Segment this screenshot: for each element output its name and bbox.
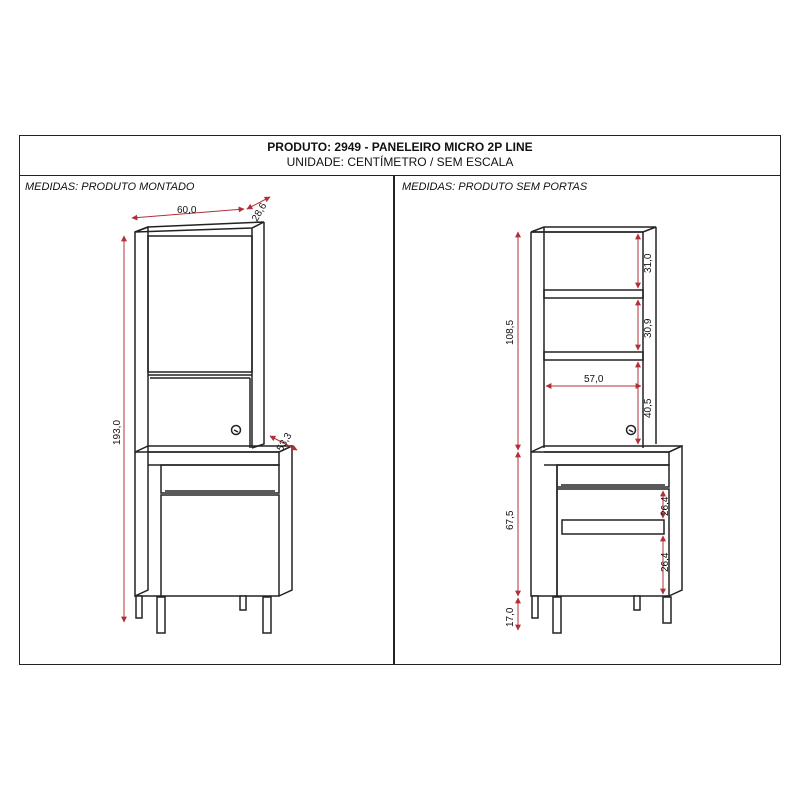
upper-hutch-right [251, 222, 265, 449]
dim-width-label: 60,0 [177, 205, 197, 216]
cable-hole [230, 424, 242, 436]
left-dimension-lines [121, 196, 298, 623]
counter-top [134, 445, 293, 453]
right-panel-label: MEDIDAS: PRODUTO SEM PORTAS [402, 181, 588, 193]
upper-shelf-2 [543, 351, 644, 361]
dim-inner-width-label: 57,0 [584, 374, 604, 385]
drawer-open [556, 464, 670, 488]
dim-depth-base-line [269, 435, 298, 451]
upper-hutch-top [134, 221, 265, 233]
dim-depth-top-label: 28,6 [250, 201, 269, 224]
counter-top-open [530, 445, 683, 453]
foot-back-left [135, 595, 143, 619]
lower-door [160, 494, 280, 597]
foot-back-right [239, 595, 247, 611]
foot-open-front-left [552, 596, 562, 634]
hutch-left-side [530, 227, 545, 452]
lower-body-side [278, 444, 293, 597]
unit-note: UNIDADE: CENTÍMETRO / SEM ESCALA [286, 155, 514, 169]
lower-right-side [668, 444, 683, 597]
dim-shelf-2-label: 30,9 [643, 318, 654, 338]
dim-width-line [131, 206, 245, 221]
dim-feet-height-label: 17,0 [505, 607, 516, 627]
dim-lower-shelf-1-label: 26,4 [660, 496, 671, 516]
left-panel-label: MEDIDAS: PRODUTO MONTADO [25, 181, 195, 193]
lower-left-side [530, 452, 558, 597]
upper-shelf-1 [543, 289, 644, 299]
lower-shelf [561, 519, 665, 535]
title-block: PRODUTO: 2949 - PANELEIRO MICRO 2P LINE … [20, 136, 780, 176]
product-title: PRODUTO: 2949 - PANELEIRO MICRO 2P LINE [267, 140, 533, 154]
foot-open-front-right [662, 596, 672, 624]
right-dimension-lines [515, 231, 666, 631]
dim-niche-label: 40,5 [643, 398, 654, 418]
foot-open-back-left [531, 595, 539, 619]
drawer-front [160, 464, 280, 494]
dim-upper-height-label: 108,5 [505, 320, 516, 345]
dim-lower-shelf-2-label: 26,4 [660, 552, 671, 572]
foot-front-right [262, 596, 272, 634]
panel-divider [393, 176, 395, 664]
drawing-sheet: PRODUTO: 2949 - PANELEIRO MICRO 2P LINE … [19, 135, 781, 665]
dim-height-label: 193,0 [112, 420, 123, 445]
foot-open-back-right [633, 595, 641, 611]
dim-shelf-1-label: 31,0 [643, 253, 654, 273]
cabinet-side-panel [134, 225, 149, 598]
foot-front-left [156, 596, 166, 634]
microwave-niche [150, 377, 251, 448]
cable-hole-open [625, 424, 637, 436]
dim-depth-top-line [246, 196, 271, 210]
assembled-cabinet [134, 221, 293, 634]
lower-compartment [556, 488, 670, 597]
dim-lower-height-label: 67,5 [505, 510, 516, 530]
hutch-right-side [642, 227, 657, 448]
open-cabinet [530, 226, 683, 634]
upper-door [147, 235, 253, 373]
